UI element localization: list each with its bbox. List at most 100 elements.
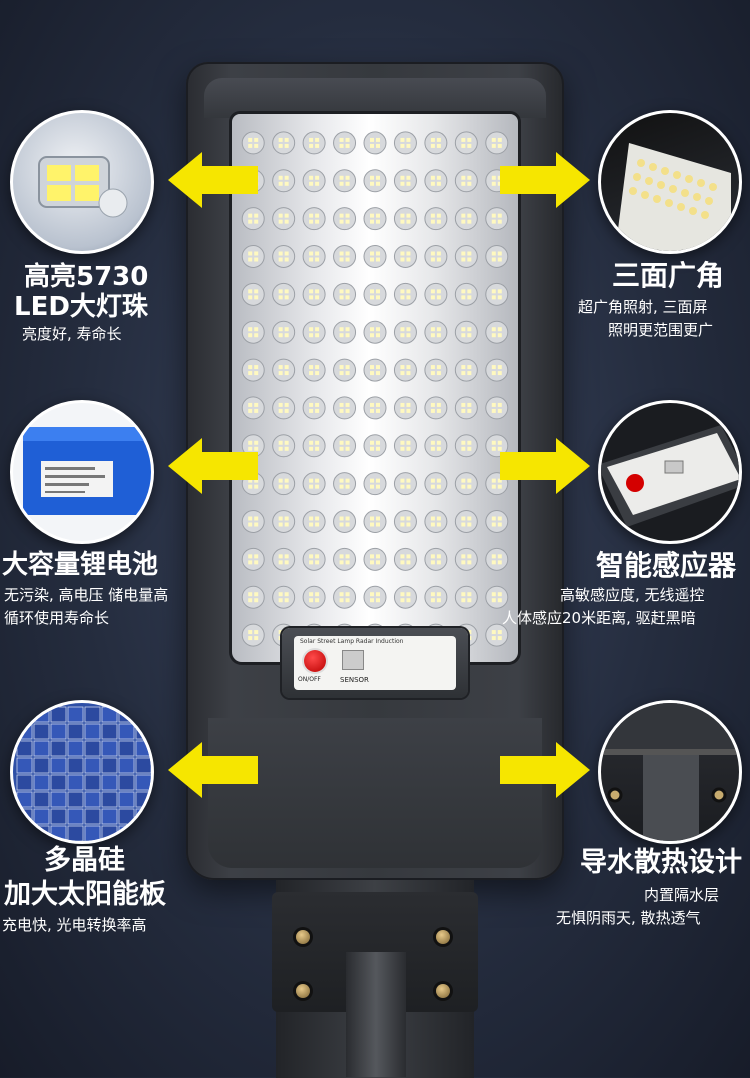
led-bead-icon [424,320,448,344]
led-bead-icon [241,434,265,458]
arrow-left-icon [168,152,258,208]
solar-cell [50,808,67,825]
arrow-right-icon [500,438,590,494]
solar-cell [101,706,118,723]
solar-cell [67,774,84,791]
led-bead-icon [302,131,326,155]
led-bead-icon [333,472,357,496]
led-bead-icon [241,320,265,344]
feature-title-sensor: 智能感应器 [596,549,737,582]
led-bead-icon [393,320,417,344]
led-bead-icon [241,358,265,382]
solar-cell [101,723,118,740]
solar-cell [118,774,135,791]
solar-cell [135,825,151,841]
led-bead-icon [454,434,478,458]
solar-cell [67,808,84,825]
feature-desc-battery-line1: 无污染, 高电压 储电量高 [4,586,169,604]
led-bead-icon [302,207,326,231]
solar-cell [16,723,33,740]
led-bead-icon [241,131,265,155]
led-bead-icon [393,358,417,382]
solar-cell [101,774,118,791]
feature-title-solar-line2: 加大太阳能板 [4,879,166,910]
led-bead-icon [454,585,478,609]
led-bead-icon [424,434,448,458]
led-bead-icon [485,585,509,609]
solar-cell [67,757,84,774]
feature-title-waterproof: 导水散热设计 [580,847,742,878]
led-bead-icon [454,472,478,496]
led-bead-icon [424,510,448,533]
led-bead-icon [302,169,326,193]
led-bead-icon [424,207,448,231]
led-bead-icon [424,245,448,268]
solar-cell [67,791,84,808]
sensor-label: SENSOR [340,676,369,684]
led-bead-icon [424,585,448,609]
led-bead-icon [241,585,265,609]
solar-cell [16,791,33,808]
feature-title-wide-angle: 三面广角 [612,259,725,292]
led-bead-icon [393,547,417,571]
led-bead-icon [454,131,478,155]
arrow-right-icon [500,742,590,798]
sensor-window [342,650,364,670]
solar-cell [135,791,151,808]
led-bead-icon [454,207,478,231]
led-bead-icon [363,547,387,571]
led-bead-icon [241,547,265,571]
led-bead-icon [302,434,326,458]
solar-cell [84,825,101,841]
solar-cell [67,723,84,740]
solar-cell [84,808,101,825]
led-bead-icon [363,245,387,268]
led-bead-icon [333,585,357,609]
led-bead-icon [424,472,448,496]
solar-cell [84,706,101,723]
led-bead-icon [485,434,509,458]
solar-cell [33,723,50,740]
solar-cell [118,757,135,774]
arrow-right-icon [500,152,590,208]
power-button[interactable] [304,650,326,672]
bolt-icon [296,984,310,998]
led-bead-icon [363,131,387,155]
led-bead-icon [363,320,387,344]
solar-cell [135,740,151,757]
lamp-top-bevel [204,78,546,118]
led-bead-icon [333,320,357,344]
led-bead-icon [272,131,296,155]
solar-cell [118,825,135,841]
led-bead-icon [302,320,326,344]
led-bead-icon [393,434,417,458]
led-bead-icon [333,434,357,458]
led-bead-icon [363,434,387,458]
led-bead-icon [272,510,296,533]
control-title: Solar Street Lamp Radar Induction [300,638,404,645]
onoff-label: ON/OFF [298,676,321,683]
solar-cell [50,791,67,808]
led-bead-icon [363,585,387,609]
feature-desc-sensor-line2: 人体感应20米距离, 驱赶黑暗 [502,609,696,627]
led-bead-icon [302,547,326,571]
solar-cell [118,791,135,808]
solar-cell [135,706,151,723]
feature-desc-waterproof-line2: 无惧阴雨天, 散热透气 [556,909,701,927]
solar-cell [50,825,67,841]
led-bead-icon [272,320,296,344]
led-bead-icon [485,207,509,231]
solar-cell [84,740,101,757]
solar-cell [33,791,50,808]
bolt-icon [296,930,310,944]
led-bead-icon [424,547,448,571]
feature-desc-led: 亮度好, 寿命长 [22,325,122,343]
feature-desc-wide-angle-line2: 照明更范围更广 [608,321,714,339]
led-bead-icon [485,245,509,268]
led-bead-icon [302,396,326,420]
led-bead-icon [485,396,509,420]
bolt-icon [436,984,450,998]
solar-cell [84,791,101,808]
led-bead-icon [454,169,478,193]
solar-cell [67,740,84,757]
